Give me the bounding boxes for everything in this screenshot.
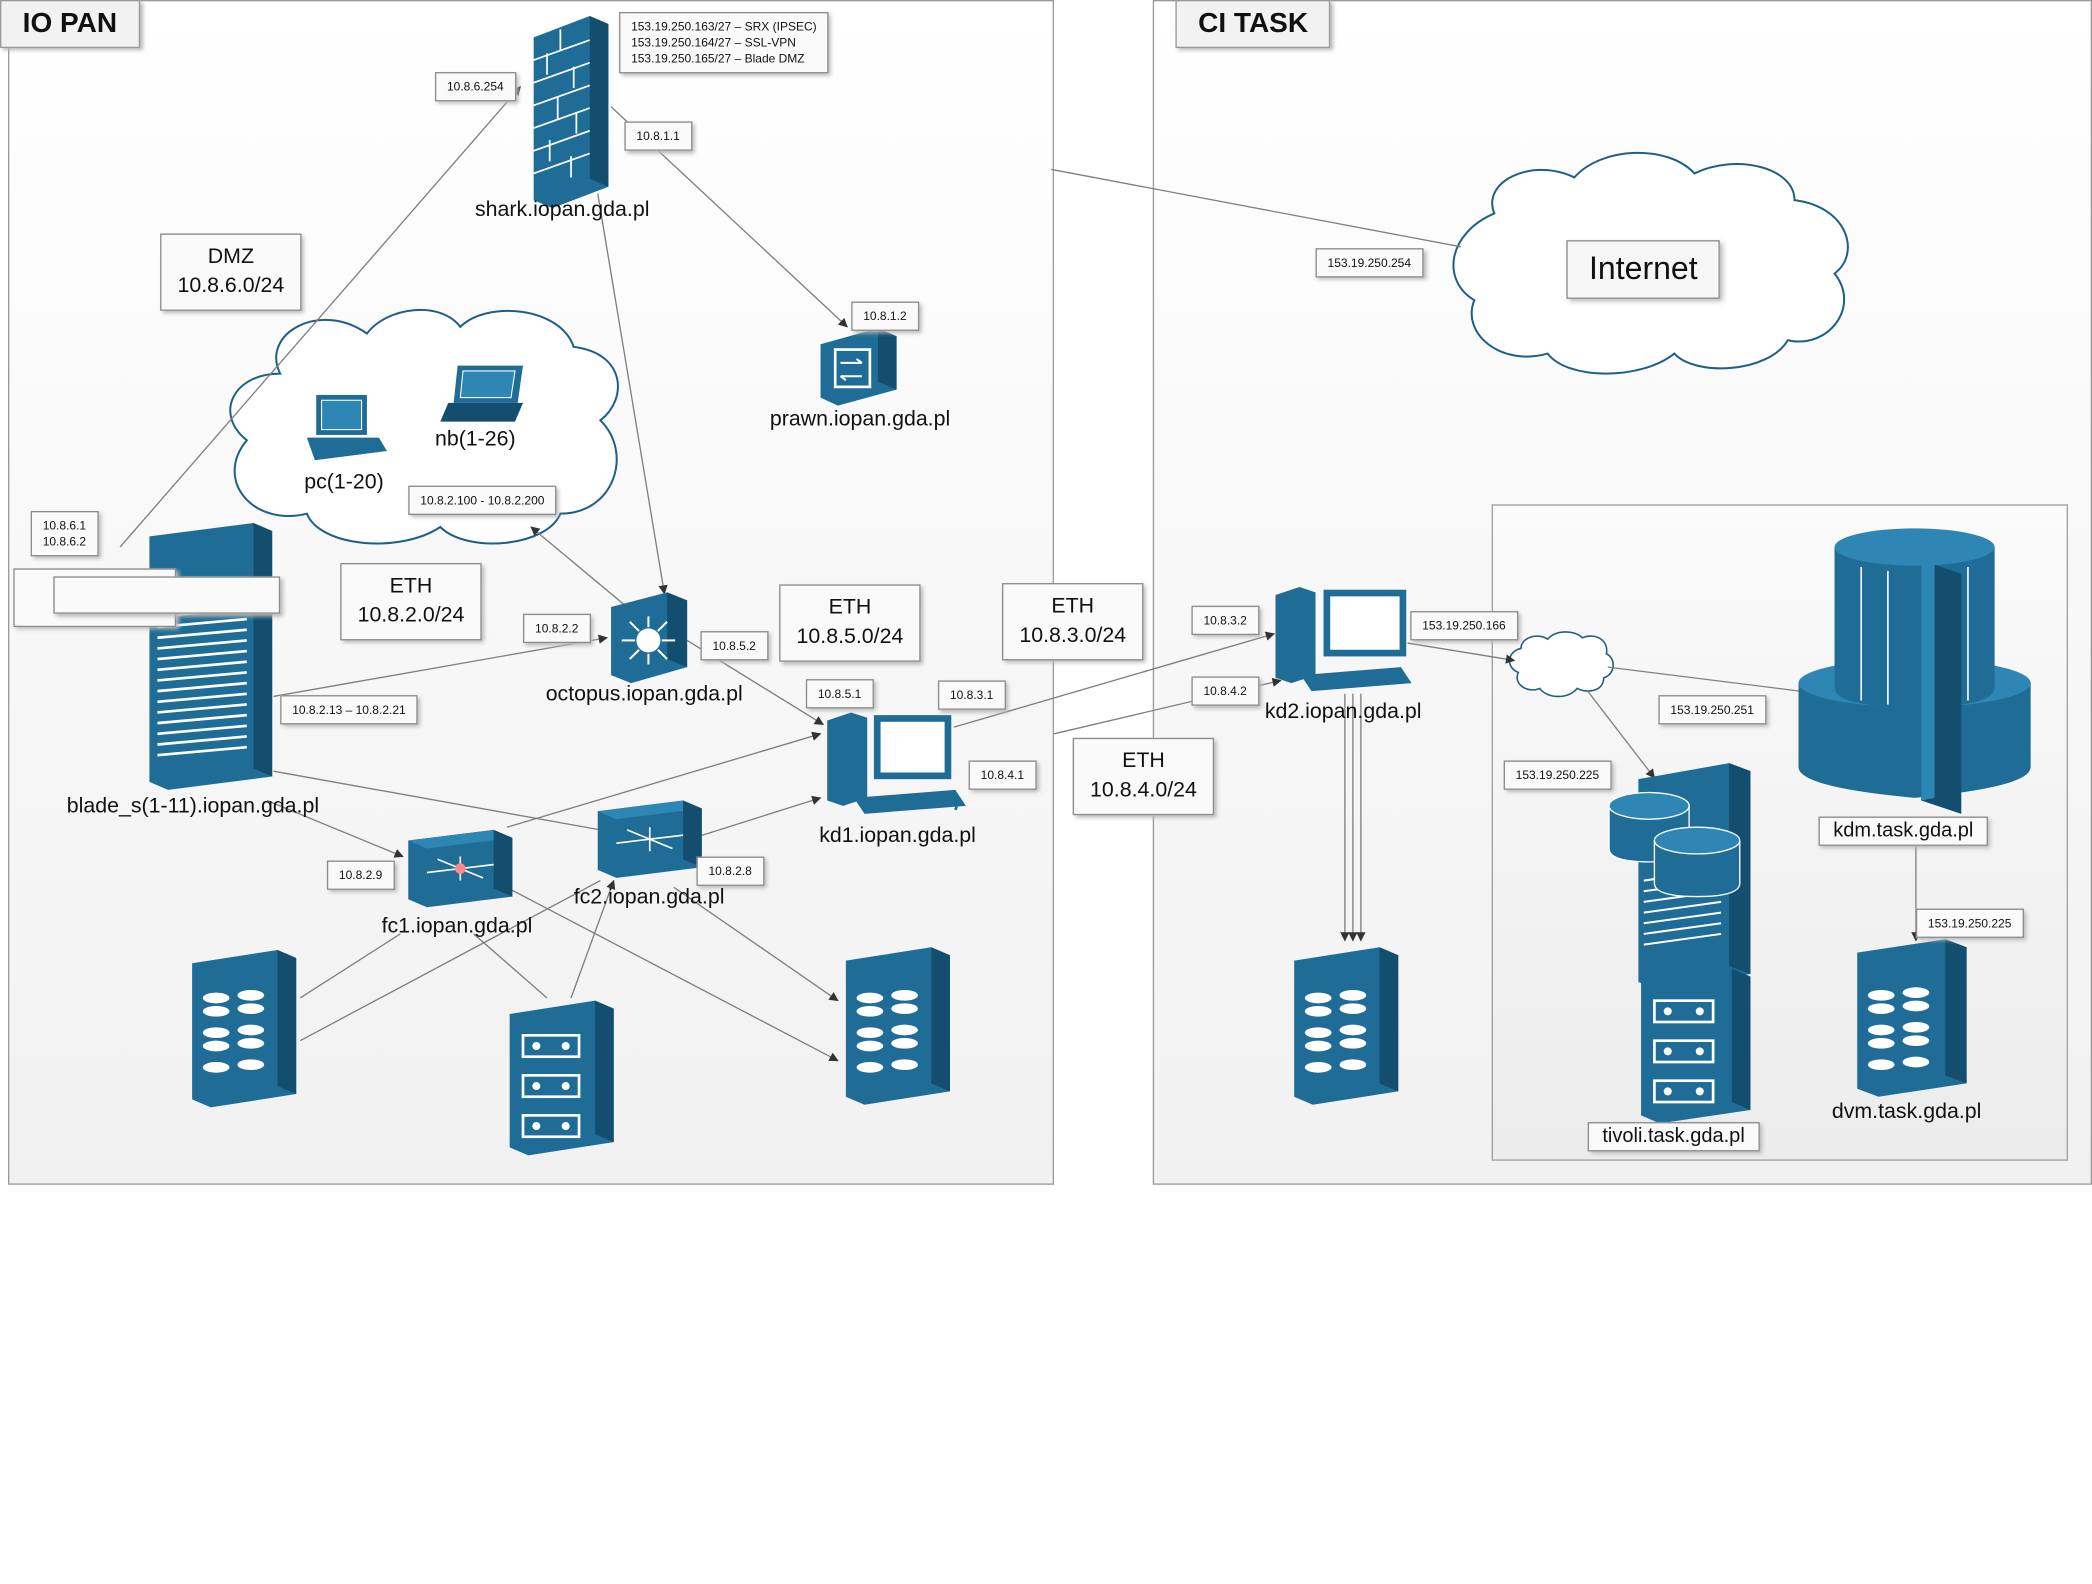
kd2-workstation-icon [1275,587,1412,692]
fc1-ip: 10.8.2.9 [326,860,395,890]
link-firewall-blade [119,86,521,548]
kdm-name: kdm.task.gda.pl [1818,816,1989,846]
blade-dmz-ip-1: 10.8.6.1 [42,519,87,533]
link-kd2-cloud [1407,642,1516,664]
kd1-eth5-ip: 10.8.5.1 [805,679,874,709]
eth5-network-label: ETH 10.8.5.0/24 [779,584,921,662]
client-ip-range: 10.8.2.100 - 10.8.2.200 [408,485,557,516]
pc-label: pc(1-20) [304,470,384,494]
firewall-public-ips: 153.19.250.163/27 – SRX (IPSEC) 153.19.2… [619,12,829,74]
octopus-eth5-ip: 10.8.5.2 [700,631,768,661]
kd1-workstation-icon [827,712,966,814]
internet-label: Internet [1566,240,1721,299]
octopus-ip: 10.8.2.2 [523,613,591,644]
tivoli-tape-icon [1641,968,1751,1124]
link-firewall-octopus [597,193,668,595]
blade-ip-range: 10.8.2.13 – 10.8.2.21 [280,695,418,725]
firewall-icon [533,16,609,209]
io-pan-title: IO PAN [0,0,140,49]
prawn-appliance-icon [820,328,897,406]
eth2-network-label: ETH 10.8.2.0/24 [340,563,482,641]
dmz-title: DMZ [207,245,254,269]
link-blade-fc1 [266,799,404,858]
fc1-switch-icon [408,829,513,908]
internet-ip: 153.19.250.254 [1315,248,1424,278]
public-ip-1: 153.19.250.163/27 – SRX (IPSEC) [631,20,817,34]
kdm-ip: 153.19.250.251 [1658,695,1766,725]
kd1-eth4-ip: 10.8.4.1 [968,760,1037,790]
link-blade-fc2 [273,770,601,831]
firewall-dmz-ip: 10.8.6.254 [434,72,516,102]
eth5-title: ETH [828,596,872,620]
firewall-lan-ip: 10.8.1.1 [624,121,692,151]
eth4-title: ETH [1122,749,1165,773]
kdm-mainframe-icon [1798,528,2031,814]
kd2-public-ip: 153.19.250.166 [1410,611,1518,641]
storage-right-icon [845,947,950,1105]
diagram-canvas [119,16,2031,1156]
eth4-network-label: ETH 10.8.4.0/24 [1072,737,1215,816]
kd2-eth4-ip: 10.8.4.2 [1191,676,1259,706]
eth5-subnet: 10.8.5.0/24 [796,625,904,649]
link-fc1-storage-left1 [299,933,401,999]
dvm-name: dvm.task.gda.pl [1831,1100,1982,1124]
prawn-ip: 10.8.1.2 [851,301,919,331]
link-fc1-tape [473,933,548,999]
kd2-name: kd2.iopan.gda.pl [1264,700,1422,724]
blade-dmz-ips: 10.8.6.1 10.8.6.2 [30,510,99,557]
link-firewall-internet [1051,168,1462,248]
storage-left-icon [192,949,297,1108]
link-fc1-kd1 [506,731,822,828]
dmz-network-label: DMZ 10.8.6.0/24 [160,233,302,311]
eth3-network-label: ETH 10.8.3.0/24 [1001,583,1144,661]
link-kd1-kd2-eth3 [953,631,1276,728]
dvm-ip: 153.19.250.225 [1915,908,2024,938]
link-fc2-storage-right [673,886,839,1002]
public-ip-3: 153.19.250.165/27 – Blade DMZ [631,52,805,66]
ci-task-title: CI TASK [1175,0,1331,49]
kd2-storage-icon [1294,947,1399,1105]
tivoli-ip: 153.19.250.225 [1503,760,1612,790]
eth2-subnet: 10.8.2.0/24 [357,604,465,628]
fc2-ip: 10.8.2.8 [696,856,764,886]
fc2-switch-icon [597,800,702,878]
link-blade-octopus [273,634,608,698]
link-fc2-kd1 [693,795,822,839]
tivoli-database-icon [1608,763,1751,990]
fc1-name: fc1.iopan.gda.pl [381,915,533,938]
dvm-storage-icon [1857,939,1967,1097]
kd2-eth3-ip: 10.8.3.2 [1191,605,1259,636]
public-ip-2: 153.19.250.164/27 – SSL-VPN [631,36,796,50]
tape-library-icon [509,1000,614,1156]
octopus-switch-icon [611,592,688,684]
octopus-name: octopus.iopan.gda.pl [545,683,743,706]
link-cloud-kdm [1607,666,1823,698]
prawn-name: prawn.iopan.gda.pl [769,408,951,431]
pc-icon [306,394,387,461]
link-fc2-tape [570,879,616,999]
fc2-name: fc2.iopan.gda.pl [573,885,725,909]
eth3-subnet: 10.8.3.0/24 [1019,624,1127,648]
kd1-name: kd1.iopan.gda.pl [819,824,976,848]
notebook-label: nb(1-26) [434,428,516,451]
link-fc1-storage-right [493,879,839,1062]
link-fc2-storage-left2 [299,879,601,1042]
blade-rack-icon [149,523,273,790]
blade-name: blade_s(1-11).iopan.gda.pl [66,795,320,818]
link-cloud-tivoli [1587,690,1655,779]
kd1-eth3-ip: 10.8.3.1 [937,680,1006,710]
firewall-name: shark.iopan.gda.pl [474,198,650,222]
small-cloud [1508,631,1614,698]
blade-dmz-ip-2: 10.8.6.2 [42,535,87,549]
link-octopus-clients [530,526,628,608]
blade-blank-box-2 [53,576,281,614]
eth4-subnet: 10.8.4.0/24 [1090,779,1197,802]
tivoli-name: tivoli.task.gda.pl [1587,1122,1760,1152]
notebook-icon [440,365,524,422]
dmz-subnet: 10.8.6.0/24 [177,274,285,298]
eth2-title: ETH [389,575,433,598]
eth3-title: ETH [1051,595,1095,618]
